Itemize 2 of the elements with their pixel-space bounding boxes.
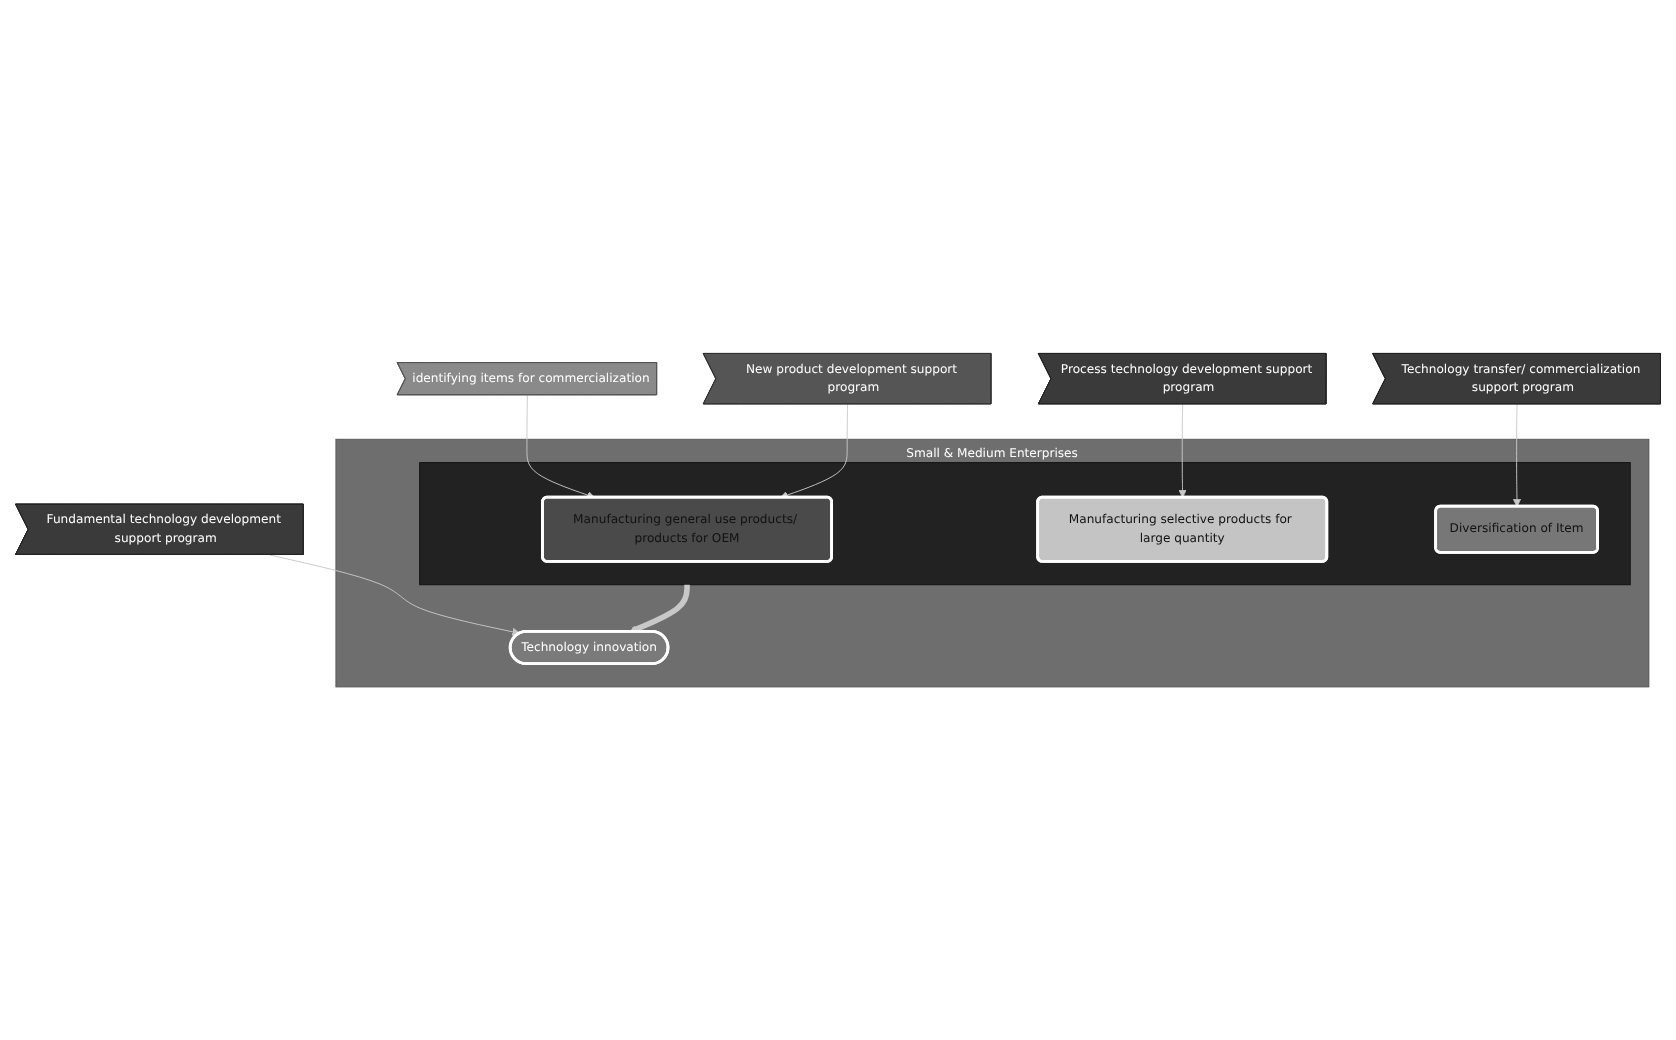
cluster xyxy=(419,461,1631,586)
arrow xyxy=(629,584,690,633)
